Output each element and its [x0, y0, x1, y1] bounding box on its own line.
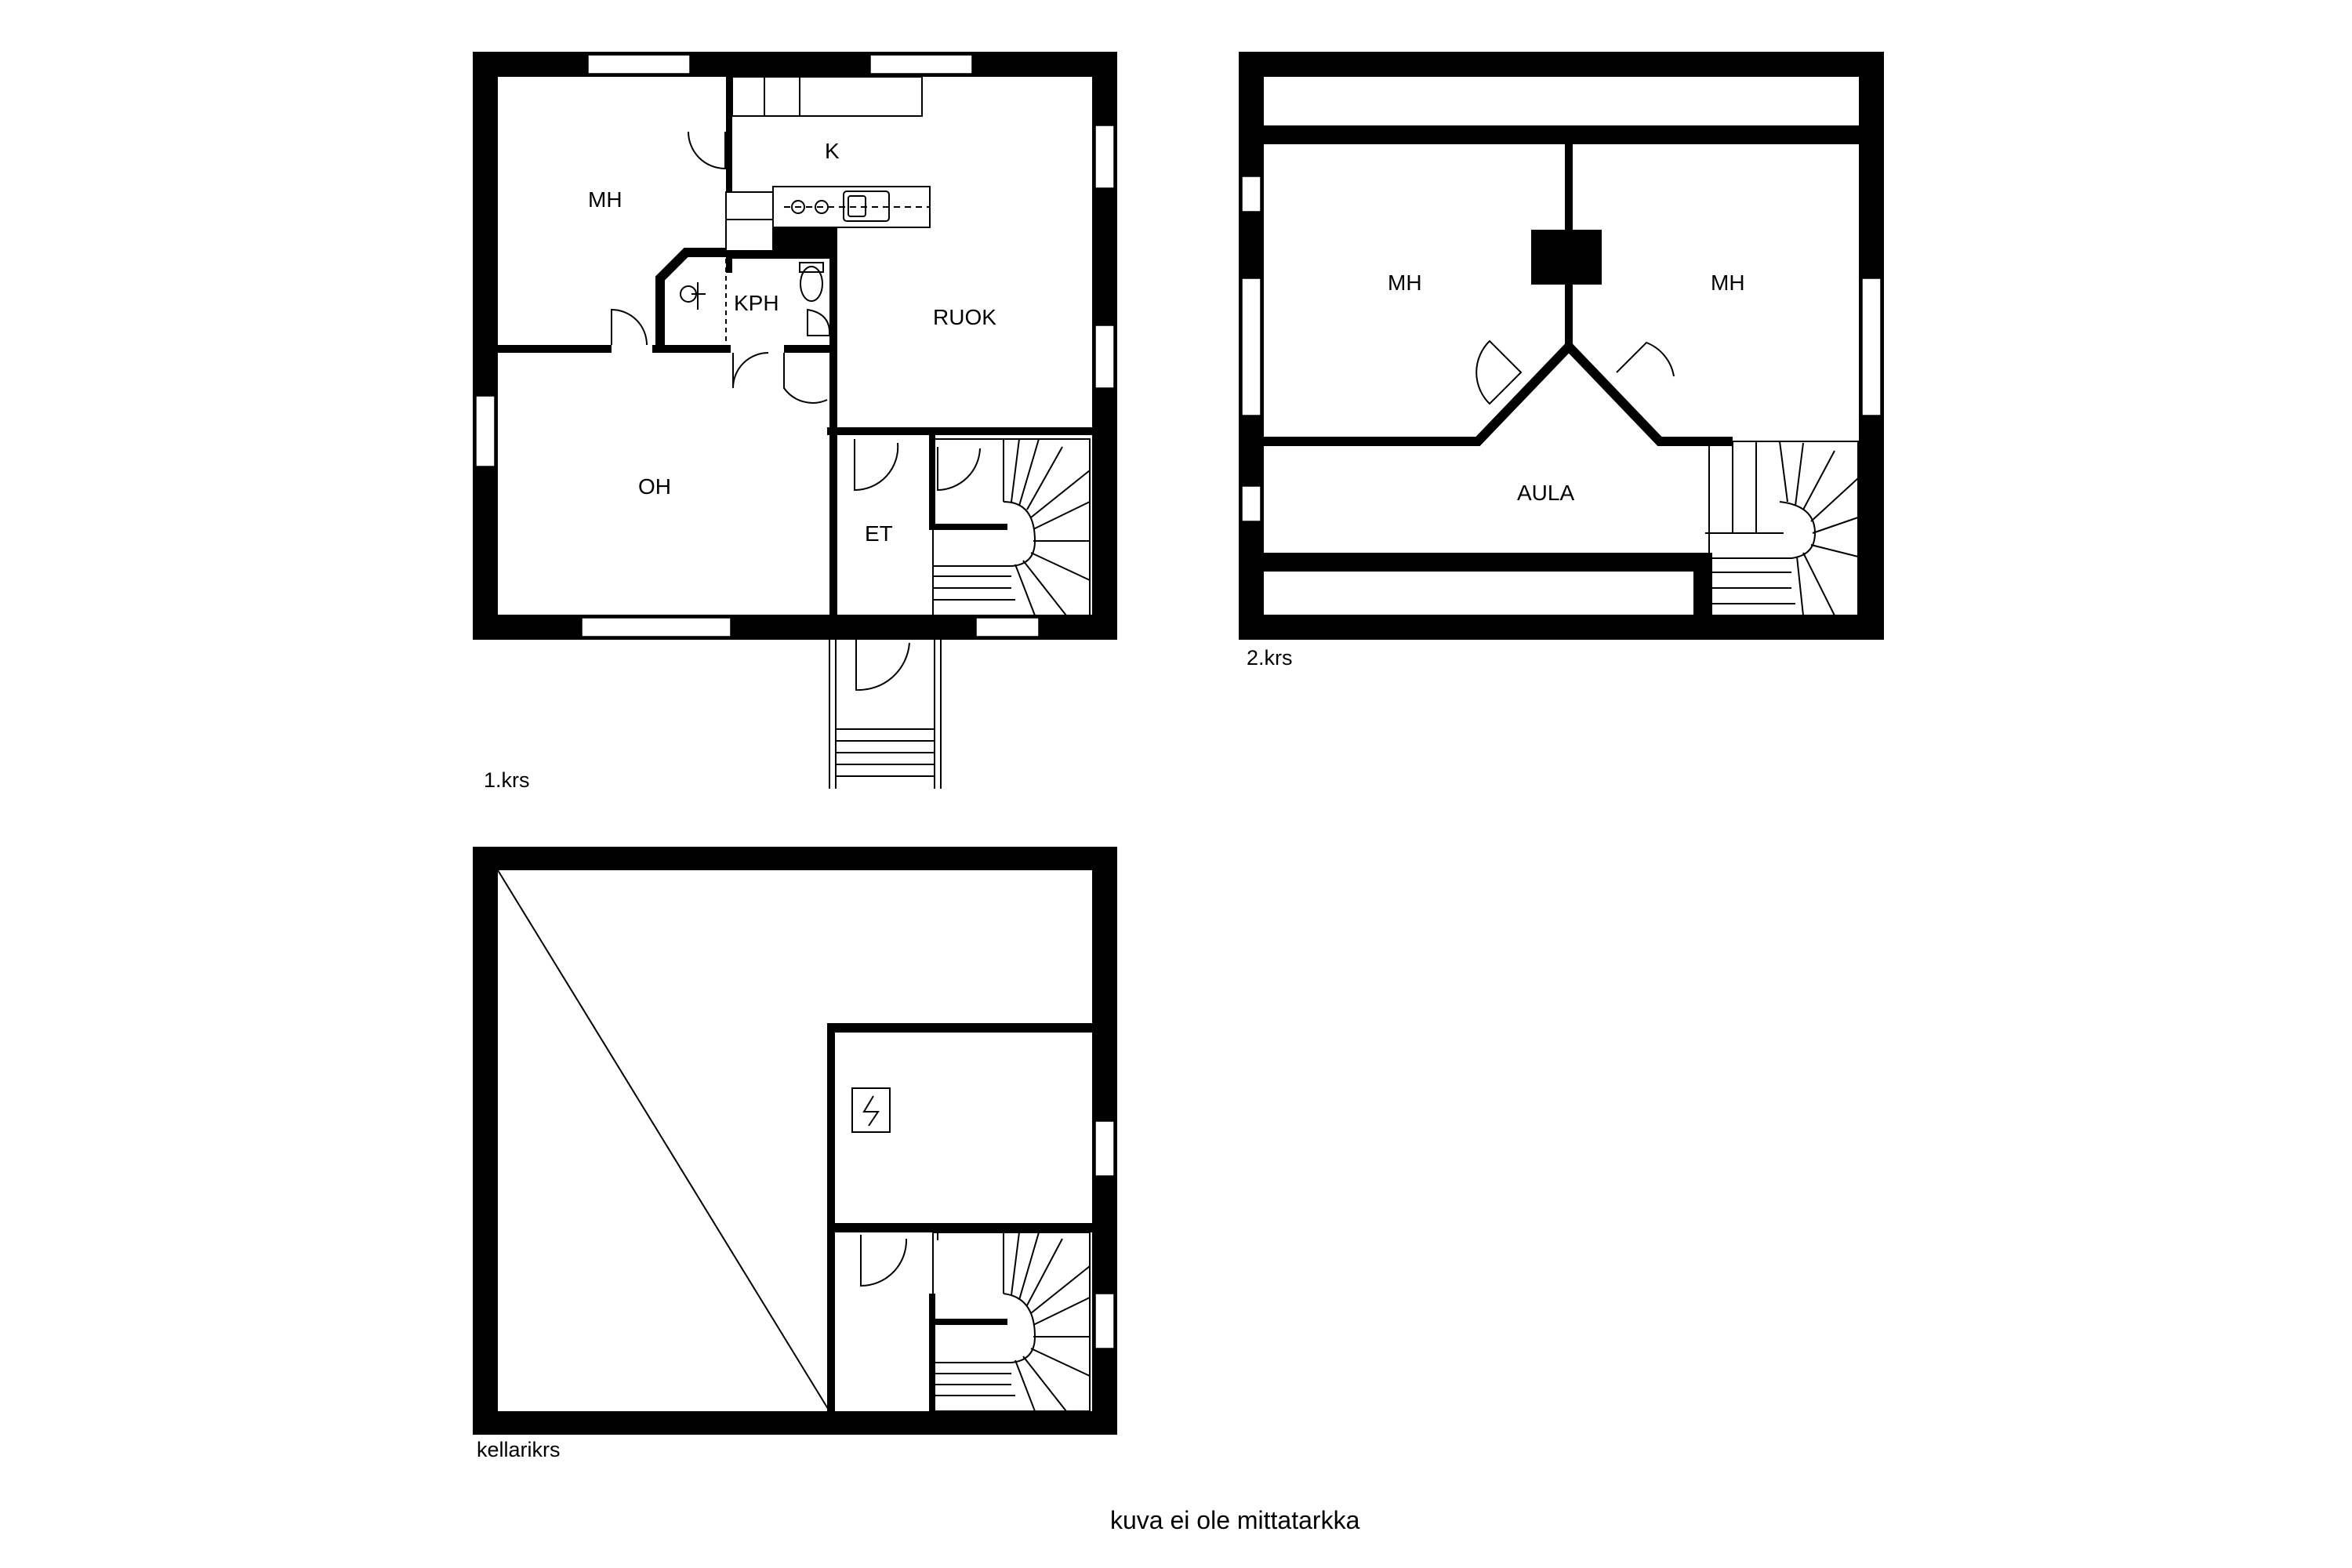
interior-wall: [726, 251, 832, 259]
outer-wall: [473, 847, 498, 1435]
window: [869, 54, 973, 74]
washbasin: [807, 308, 831, 336]
basement-plan: kellarikrs: [473, 847, 1117, 1461]
kitchen-cabinet: [731, 76, 923, 117]
door: [854, 439, 899, 492]
toilet-tank: [799, 262, 824, 273]
outer-wall: [473, 847, 1117, 870]
staircase: [1705, 441, 1859, 616]
interior-wall: [829, 223, 837, 622]
floor-caption-second: 2.krs: [1247, 646, 1293, 670]
outer-wall: [1239, 615, 1884, 640]
window: [1094, 1293, 1115, 1349]
door: [855, 639, 910, 691]
door: [688, 131, 726, 170]
door: [1475, 339, 1523, 405]
interior-wall: [784, 345, 836, 353]
interior-wall: [1264, 339, 1733, 446]
room-label-mh-right: MH: [1711, 270, 1745, 295]
interior-wall: [1565, 284, 1573, 347]
door: [783, 353, 828, 404]
interior-wall: [929, 1319, 1007, 1325]
interior-wall: [827, 1023, 1094, 1033]
interior-wall: [827, 1223, 1094, 1232]
toilet: [800, 266, 823, 302]
floor-caption-first: 1.krs: [484, 768, 530, 792]
room-label-ruok: RUOK: [933, 305, 996, 329]
outer-wall: [473, 52, 498, 640]
window: [587, 54, 691, 74]
electrical-panel-icon: [851, 1087, 891, 1133]
kitchen-cabinet: [725, 191, 774, 252]
interior-wall: [773, 227, 836, 252]
room-label-kph: KPH: [734, 291, 779, 315]
room-label-et: ET: [865, 521, 893, 546]
room-label-aula: AULA: [1517, 481, 1574, 505]
interior-wall: [827, 1023, 835, 1415]
interior-wall: [498, 345, 612, 353]
window: [1094, 325, 1115, 389]
door: [732, 352, 769, 389]
window: [581, 617, 731, 637]
lightning-icon: [862, 1095, 880, 1127]
staircase: [932, 438, 1091, 616]
interior-wall: [827, 427, 1098, 435]
window: [1094, 1120, 1115, 1177]
interior-wall: [726, 77, 732, 273]
window: [975, 617, 1040, 637]
window: [1241, 485, 1261, 522]
scale-disclaimer: kuva ei ole mittatarkka: [1110, 1506, 1360, 1534]
stove-burner: [791, 200, 805, 214]
window: [1241, 176, 1261, 212]
door: [860, 1235, 908, 1287]
window: [1861, 278, 1882, 416]
first-floor-plan: MH K KPH RUOK OH ET 1.krs: [473, 52, 1117, 792]
window: [475, 395, 495, 467]
room-label-oh: OH: [638, 474, 671, 499]
outer-wall: [1239, 52, 1884, 77]
staircase: [932, 1232, 1091, 1412]
unexcavated-area-diagonal: [497, 869, 830, 1412]
window: [1241, 278, 1261, 416]
floor-caption-basement: kellarikrs: [477, 1438, 561, 1461]
room-label-k: K: [825, 139, 840, 163]
second-floor-plan: MH MH AULA 2.krs: [1239, 52, 1884, 670]
interior-wall: [1264, 553, 1703, 572]
door: [1616, 341, 1675, 377]
interior-wall: [929, 524, 1007, 530]
door: [611, 308, 648, 346]
outer-wall: [473, 52, 1117, 77]
outer-wall: [473, 1411, 1117, 1435]
interior-wall: [1264, 125, 1860, 144]
interior-wall: [652, 345, 731, 353]
bathroom-wall: [655, 248, 729, 345]
door: [937, 447, 981, 492]
chimney: [1531, 230, 1602, 285]
interior-wall: [1565, 144, 1573, 230]
room-label-mh: MH: [588, 187, 622, 212]
window: [1094, 125, 1115, 189]
room-label-mh-left: MH: [1388, 270, 1422, 295]
